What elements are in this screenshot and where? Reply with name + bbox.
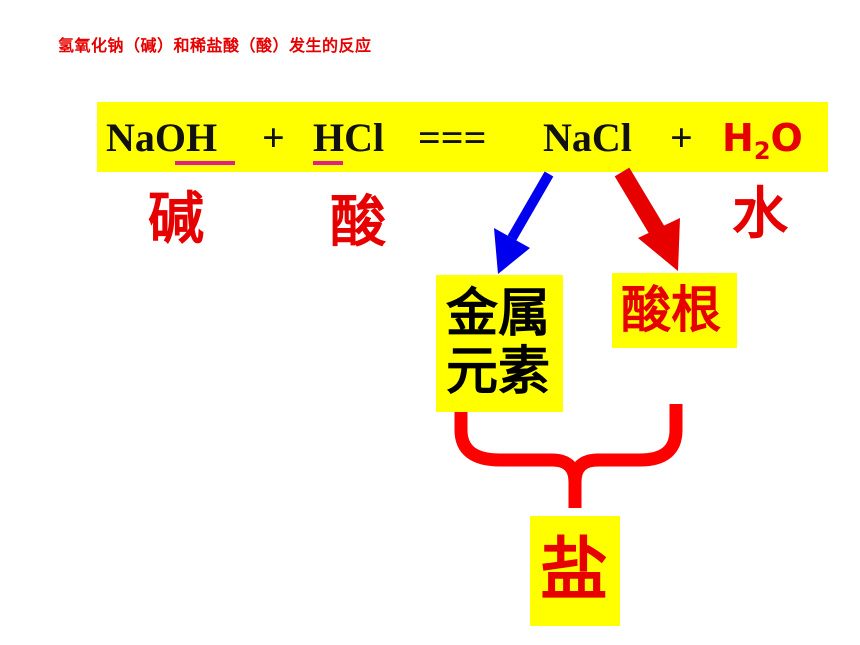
water-o: O	[770, 116, 803, 160]
metal-element-box: 金属 元素	[436, 275, 563, 412]
salt-box: 盐	[530, 516, 620, 626]
label-water: 水	[732, 182, 788, 247]
equals-sign: ===	[418, 115, 487, 160]
plus-sign-2: +	[670, 115, 693, 160]
water-h: H	[722, 116, 754, 160]
salt-brace	[454, 404, 683, 508]
label-acid: 酸	[330, 190, 386, 255]
formula-water: H2O	[722, 112, 803, 165]
blue-arrow-shaft	[507, 171, 554, 241]
label-base: 碱	[148, 187, 204, 252]
acid-radical-label: 酸根	[621, 281, 721, 339]
metal-element-line1: 金属	[446, 284, 551, 344]
hydrogen-underline	[313, 161, 343, 165]
red-arrow-shaft	[614, 167, 666, 237]
water-subscript: 2	[753, 137, 771, 165]
formula-nacl: NaCl	[543, 115, 632, 160]
salt-label: 盐	[540, 531, 609, 610]
plus-sign-1: +	[262, 115, 285, 160]
metal-element-line2: 元素	[446, 342, 551, 402]
formula-naoh: NaOH	[106, 115, 218, 160]
formula-hcl: HCl	[313, 115, 385, 160]
blue-arrow-head	[494, 228, 530, 274]
red-arrow-head	[638, 218, 680, 271]
acid-radical-box: 酸根	[612, 273, 737, 348]
equation-highlight	[97, 102, 828, 172]
page-title: 氢氧化钠（碱）和稀盐酸（酸）发生的反应	[58, 36, 372, 55]
hydroxide-underline	[175, 161, 235, 165]
